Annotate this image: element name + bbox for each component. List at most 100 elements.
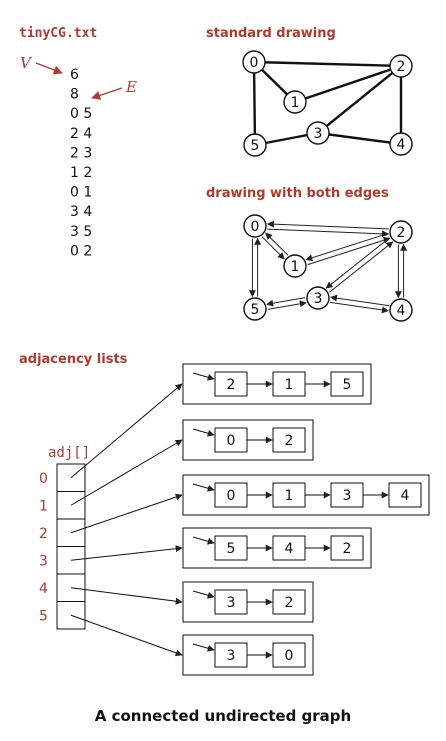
both-edges-vertex: 5 [243, 297, 267, 321]
file-line: 1 2 [70, 165, 92, 181]
list-node-value: 3 [343, 488, 352, 504]
list-node [272, 535, 306, 561]
list-node-value: 5 [343, 377, 352, 393]
vertex-label: 3 [314, 291, 323, 307]
list-node-value: 0 [227, 488, 236, 504]
list-node [214, 371, 248, 397]
head-pointer [192, 483, 215, 492]
vertex-circle [243, 133, 267, 157]
both-edges-drawing: 0 1 2 3 4 5 [243, 214, 413, 322]
vertex-circle [283, 254, 307, 278]
adj-array-index: 2 [39, 526, 48, 542]
e-annotation: E [125, 78, 137, 96]
both-edges-vertex: 4 [389, 298, 413, 322]
list-node [272, 589, 306, 615]
list-node [330, 371, 364, 397]
standard-drawing-title: standard drawing [206, 26, 336, 41]
vertex-circle [242, 50, 266, 74]
file-line: 0 5 [70, 106, 92, 122]
file-name-title: tinyCG.txt [19, 26, 97, 41]
adj-pointer [70, 493, 183, 534]
head-pointer [192, 536, 215, 545]
list-node [214, 535, 248, 561]
adj-pointer [70, 439, 183, 506]
adj-array-index: 0 [39, 471, 48, 487]
vertex-circle [306, 286, 330, 310]
list-node [388, 482, 422, 508]
e-arrow [91, 87, 123, 100]
file-line: 2 3 [70, 145, 92, 161]
file-line: 3 5 [70, 224, 92, 240]
edge-line [317, 131, 402, 146]
directed-edge [266, 297, 306, 307]
adj-pointer [70, 614, 183, 657]
head-pointer [192, 590, 215, 599]
directed-edge [307, 236, 391, 266]
adj-array-index: 3 [39, 553, 48, 569]
standard-vertex: 4 [389, 132, 413, 156]
list-node-value: 4 [285, 541, 294, 557]
standard-vertex: 2 [389, 54, 413, 78]
head-pointer [192, 372, 215, 381]
vertex-label: 1 [291, 95, 300, 111]
adjacency-list: 5 4 2 [182, 527, 372, 569]
file-contents: 680 52 42 31 20 13 43 50 2 [70, 67, 92, 259]
vertex-label: 4 [397, 303, 406, 319]
vertex-circle [389, 132, 413, 156]
vertex-circle [243, 297, 267, 321]
vertex-label: 3 [314, 126, 323, 142]
vertex-label: 5 [251, 138, 260, 154]
list-node-value: 1 [285, 377, 294, 393]
list-node-value: 2 [285, 595, 294, 611]
directed-edge [261, 236, 285, 260]
v-annotation: V [20, 54, 33, 72]
both-edges-vertex: 0 [243, 214, 267, 238]
directed-edge [265, 232, 289, 256]
head-pointer [192, 428, 215, 437]
adj-array-label: adj[] [48, 445, 90, 461]
adj-pointer [70, 545, 183, 561]
file-line: 3 4 [70, 204, 92, 220]
list-node [330, 482, 364, 508]
adj-array-index: 1 [39, 498, 48, 514]
file-line: 2 4 [70, 126, 92, 142]
list-node-value: 4 [401, 488, 410, 504]
both-edges-vertex: 1 [283, 254, 307, 278]
directed-edge [325, 237, 390, 289]
list-node-value: 2 [227, 377, 236, 393]
directed-edge [329, 241, 394, 293]
list-node [214, 589, 248, 615]
edge-line [253, 60, 402, 68]
list-node-value: 5 [227, 541, 236, 557]
vertex-circle [283, 90, 307, 114]
list-node [214, 427, 248, 453]
list-node [272, 371, 306, 397]
directed-edge [267, 300, 307, 310]
list-node [214, 642, 248, 668]
vertex-label: 1 [291, 259, 300, 275]
vertex-circle [243, 214, 267, 238]
edge-line [252, 61, 257, 146]
adjacency-list: 0 1 3 4 [182, 474, 430, 516]
file-line: 6 [70, 67, 79, 83]
adj-array-cell [56, 573, 86, 602]
head-pointer [192, 643, 215, 652]
edge-line [294, 64, 402, 104]
adj-pointer [70, 383, 183, 479]
list-node-value: 3 [227, 648, 236, 664]
directed-edge [330, 294, 390, 307]
list-node-value: 2 [343, 541, 352, 557]
list-node-value: 0 [227, 433, 236, 449]
directed-edge [305, 232, 389, 262]
adjacency-lists-title: adjacency lists [19, 352, 128, 367]
vertex-label: 2 [397, 225, 406, 241]
list-node-value: 1 [285, 488, 294, 504]
v-arrow [35, 62, 63, 75]
adj-array-index: 4 [39, 581, 48, 597]
